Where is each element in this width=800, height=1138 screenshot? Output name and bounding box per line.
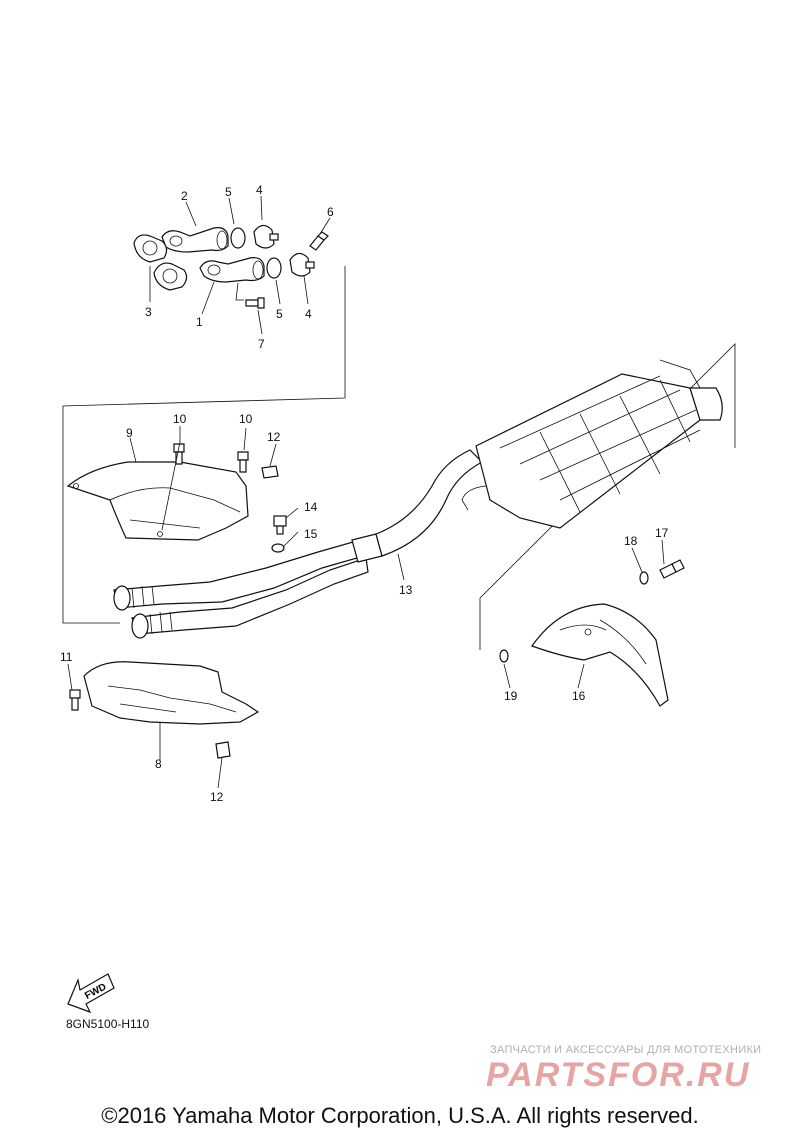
callout-5-upper: 5 bbox=[225, 185, 232, 199]
exhaust-pipe-part-1 bbox=[199, 257, 265, 301]
callout-6: 6 bbox=[327, 205, 334, 219]
bolt-part-10-right bbox=[237, 451, 249, 473]
clamp-part-4-upper bbox=[253, 224, 279, 249]
callout-12-lower: 12 bbox=[210, 790, 224, 804]
washer-part-18 bbox=[639, 571, 649, 585]
ring-part-5-lower bbox=[266, 257, 282, 279]
callout-10-right: 10 bbox=[239, 412, 253, 426]
watermark-logo-text: PARTSFOR.RU bbox=[486, 1056, 750, 1092]
callout-5-lower: 5 bbox=[276, 307, 283, 321]
bolt-part-14 bbox=[273, 515, 287, 535]
heat-protector-part-9 bbox=[66, 461, 249, 541]
callout-15: 15 bbox=[304, 527, 318, 541]
gasket-part-3 bbox=[133, 234, 188, 291]
bolt-part-6 bbox=[309, 231, 329, 251]
callout-4-lower: 4 bbox=[305, 307, 312, 321]
callout-12-upper: 12 bbox=[267, 430, 281, 444]
clamp-part-4-lower bbox=[289, 252, 315, 277]
bolt-part-11 bbox=[69, 689, 81, 711]
callout-1: 1 bbox=[196, 315, 203, 329]
washer-part-19 bbox=[499, 649, 509, 663]
clip-part-12-lower bbox=[215, 741, 231, 759]
group-bracket-main bbox=[62, 266, 346, 624]
leader-lines bbox=[67, 195, 665, 789]
callout-10-left: 10 bbox=[173, 412, 187, 426]
copyright-notice: ©2016 Yamaha Motor Corporation, U.S.A. A… bbox=[101, 1103, 699, 1128]
bolt-part-17 bbox=[659, 559, 685, 579]
diagram-code: 8GN5100-H110 bbox=[66, 1017, 150, 1031]
callout-4-upper: 4 bbox=[256, 183, 263, 197]
ring-part-5-upper bbox=[230, 227, 246, 249]
muffler-assembly-part-13 bbox=[113, 359, 723, 639]
callout-3: 3 bbox=[145, 305, 152, 319]
bolt-part-7 bbox=[245, 297, 265, 309]
washer-part-15 bbox=[271, 543, 285, 553]
protector-part-8 bbox=[83, 661, 260, 725]
watermark-logo: PARTSFOR.RU bbox=[486, 1056, 750, 1092]
callout-2: 2 bbox=[181, 189, 188, 203]
callout-18: 18 bbox=[624, 534, 638, 548]
clip-part-12-upper bbox=[261, 465, 279, 479]
callout-9: 9 bbox=[126, 426, 133, 440]
watermark-tagline: ЗАПЧАСТИ И АКСЕССУАРЫ ДЛЯ МОТОТЕХНИКИ bbox=[490, 1044, 762, 1056]
callout-8: 8 bbox=[155, 757, 162, 771]
callout-19: 19 bbox=[504, 689, 518, 703]
callout-13: 13 bbox=[399, 583, 413, 597]
fwd-arrow-icon: FWD bbox=[67, 973, 115, 1014]
exhaust-pipe-part-2 bbox=[161, 227, 229, 253]
callout-16: 16 bbox=[572, 689, 586, 703]
callout-14: 14 bbox=[304, 500, 318, 514]
callout-17: 17 bbox=[655, 526, 669, 540]
callout-11: 11 bbox=[60, 650, 73, 664]
muffler-protector-part-16 bbox=[531, 603, 669, 707]
callout-7: 7 bbox=[258, 337, 265, 351]
